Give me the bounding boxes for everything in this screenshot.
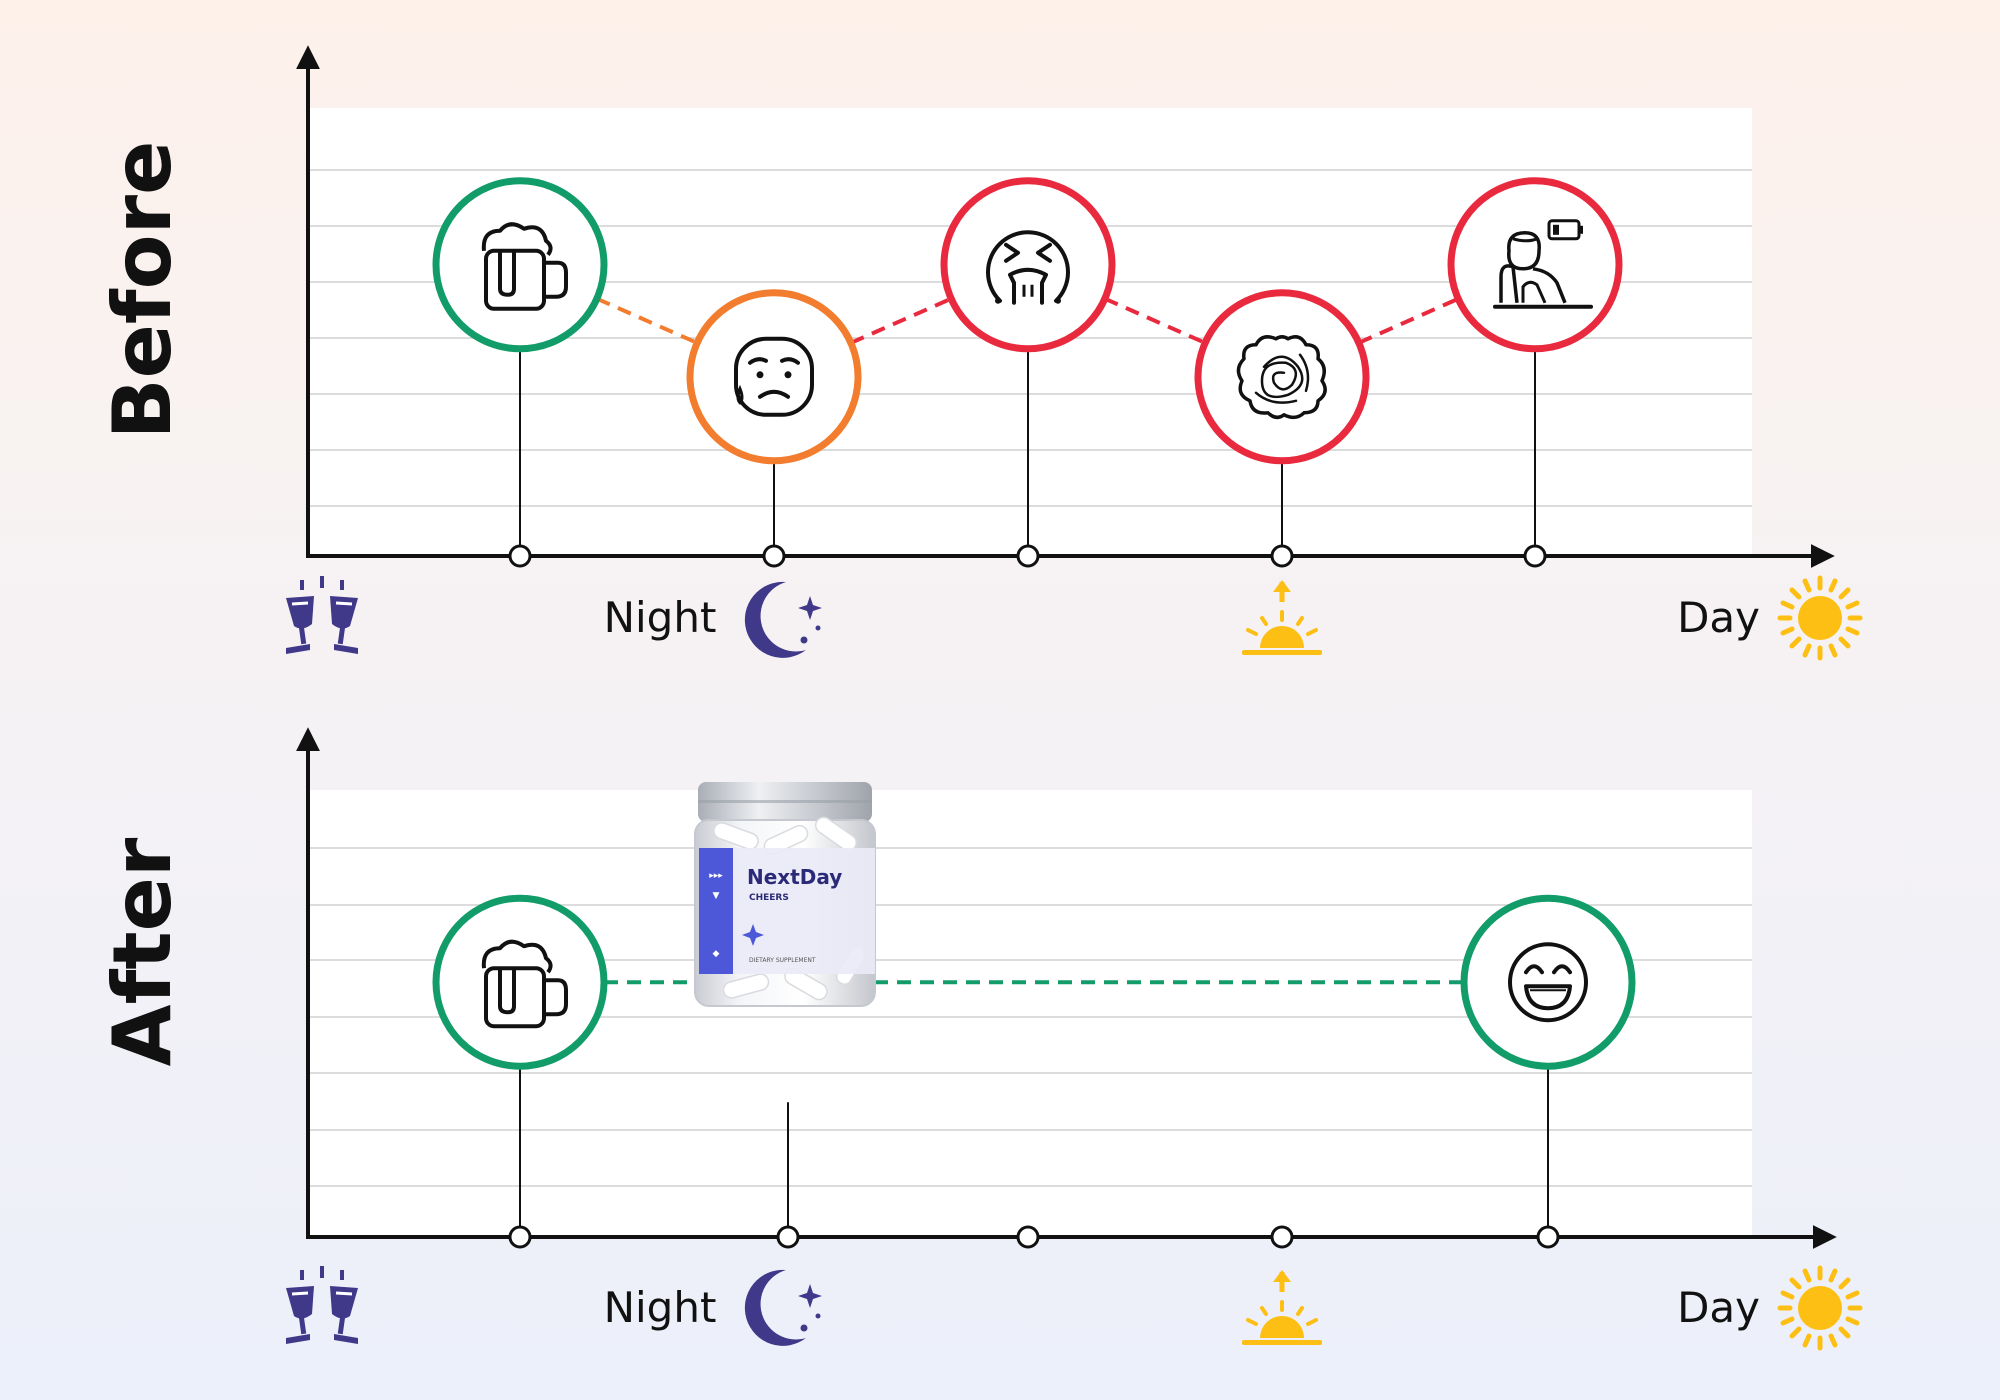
stage-node <box>940 177 1116 353</box>
stage-nodes <box>432 894 1636 1070</box>
stage-ring <box>1194 289 1370 465</box>
timeline-marker <box>508 544 532 568</box>
timeline-markers <box>508 544 1547 568</box>
stage-connector <box>1104 296 1206 345</box>
timeline-marker <box>776 1225 800 1249</box>
stage-node <box>432 894 608 1070</box>
night-label: Night <box>604 593 717 642</box>
happy-face-icon <box>1508 942 1588 1023</box>
stage-nodes <box>432 177 1623 465</box>
panel-label-after: After <box>96 837 189 1066</box>
stage-node <box>686 289 862 465</box>
moon-icon <box>744 1269 822 1346</box>
timeline-marker <box>1270 544 1294 568</box>
cheers-icon <box>286 1266 358 1344</box>
stage-ring <box>940 177 1116 353</box>
moon-icon <box>744 581 822 658</box>
stage-node <box>1447 177 1623 353</box>
nausea-face-icon <box>986 230 1070 305</box>
supplement-jar: ▸▸▸ ▼ ◆ NextDay CHEERS DIETARY SUPPLEMEN… <box>694 782 876 1007</box>
panel-label-before: Before <box>96 141 189 440</box>
stage-connector <box>1358 296 1459 345</box>
timeline-marker <box>508 1225 532 1249</box>
stage-ring <box>1460 894 1636 1070</box>
stage-node <box>1194 289 1370 465</box>
stage-stems <box>519 1066 1549 1237</box>
sunrise-icon <box>1242 1270 1322 1345</box>
worried-face-icon <box>734 336 814 417</box>
stage-node <box>432 177 608 353</box>
beer-mug-icon <box>481 222 568 311</box>
tangled-brain-icon <box>1236 335 1327 420</box>
timeline-markers <box>508 1225 1560 1249</box>
stage-node <box>1460 894 1636 1070</box>
stage-ring <box>432 177 608 353</box>
svg-text:◆: ◆ <box>713 949 720 959</box>
exhausted-person-icon <box>1493 219 1593 309</box>
sun-icon <box>1777 1265 1863 1351</box>
timeline-marker <box>762 544 786 568</box>
sunrise-icon <box>1242 580 1322 655</box>
cheers-icon <box>286 576 358 654</box>
before-panel: Before <box>96 45 1863 661</box>
svg-text:▼: ▼ <box>713 891 720 901</box>
svg-text:▸▸▸: ▸▸▸ <box>709 871 723 881</box>
product-tagline: CHEERS <box>749 893 789 903</box>
stage-connector <box>596 296 698 345</box>
day-label: Day <box>1677 1283 1760 1332</box>
timeline-marker <box>1270 1225 1294 1249</box>
beer-mug-icon <box>481 939 568 1029</box>
timeline-marker <box>1016 1225 1040 1249</box>
timeline-marker <box>1016 544 1040 568</box>
after-panel: After <box>96 727 1863 1351</box>
day-label: Day <box>1677 593 1760 642</box>
product-fine-print: DIETARY SUPPLEMENT <box>749 957 816 964</box>
sun-icon <box>1777 575 1863 661</box>
stage-ring <box>686 289 862 465</box>
night-label: Night <box>604 1283 717 1332</box>
stage-connectors <box>596 296 1459 345</box>
timeline-marker <box>1523 544 1547 568</box>
timeline-marker <box>1536 1225 1560 1249</box>
product-name: NextDay <box>747 865 842 889</box>
stage-connector <box>850 296 952 345</box>
stage-stems <box>519 348 1536 556</box>
stage-ring <box>432 894 608 1070</box>
